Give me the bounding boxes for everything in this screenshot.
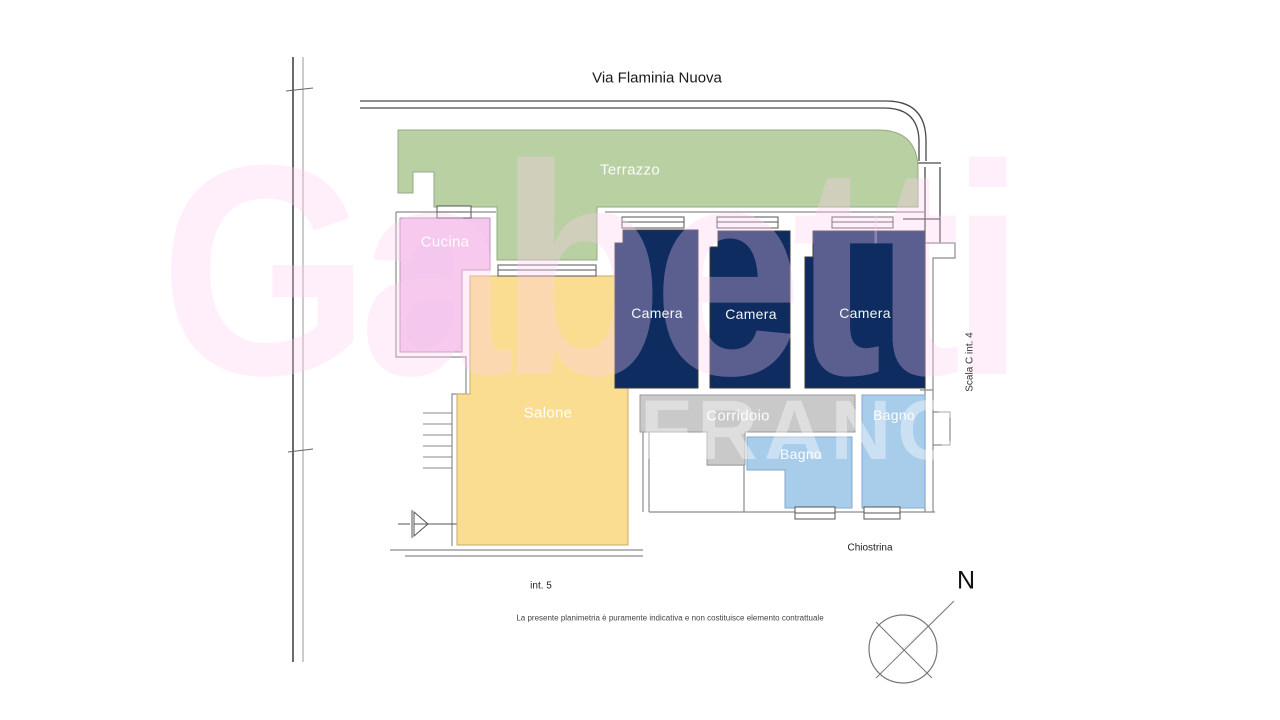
room-label-bagno-2: Bagno xyxy=(873,407,915,423)
chiostrina-label: Chiostrina xyxy=(847,542,893,554)
entrance-arrow-icon xyxy=(398,510,458,538)
room-camera-3 xyxy=(804,230,926,389)
room-label-corridoio: Corridoio xyxy=(706,407,770,425)
room-terrazzo xyxy=(397,129,919,261)
room-cucina xyxy=(399,217,491,353)
room-label-salone: Salone xyxy=(523,404,573,422)
room-label-cucina: Cucina xyxy=(420,233,470,251)
windows xyxy=(436,205,901,520)
north-label: N xyxy=(956,566,976,595)
room-label-bagno-1: Bagno xyxy=(780,446,822,462)
interno-label: int. 5 xyxy=(530,580,552,592)
room-corridoio xyxy=(639,394,856,466)
room-bagno-2 xyxy=(861,394,926,509)
room-label-camera-2: Camera xyxy=(725,306,777,322)
room-bagno-1 xyxy=(746,436,853,509)
room-label-camera-3: Camera xyxy=(839,305,891,321)
property-boundary-lines xyxy=(285,57,314,662)
road-edge xyxy=(360,100,941,243)
room-label-terrazzo: Terrazzo xyxy=(600,161,660,179)
entrance-steps xyxy=(423,412,452,469)
compass-icon xyxy=(868,600,955,684)
street-name-label: Via Flaminia Nuova xyxy=(592,69,722,87)
disclaimer-text: La presente planimetria è puramente indi… xyxy=(516,613,824,623)
room-label-camera-1: Camera xyxy=(631,305,683,321)
scala-label: Scala C int. 4 xyxy=(964,332,976,392)
room-camera-2 xyxy=(709,230,791,389)
room-camera-1 xyxy=(614,229,699,389)
